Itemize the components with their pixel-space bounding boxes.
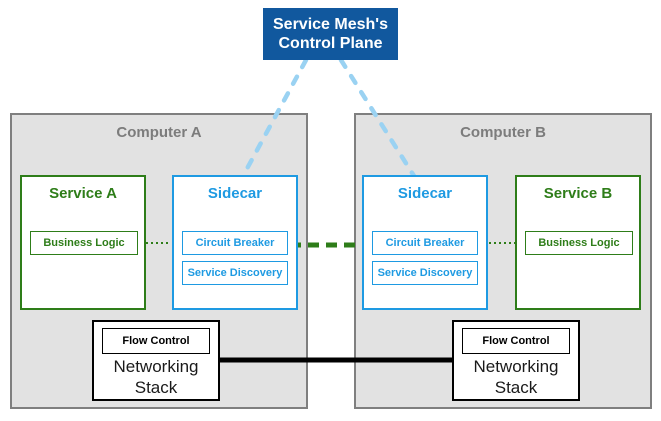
sidecar-a-title: Sidecar bbox=[207, 185, 263, 202]
sidecar-b-title: Sidecar bbox=[397, 185, 453, 202]
networking-stack-a-label: Networking Stack bbox=[113, 357, 199, 397]
networking-stack-b-box: Flow Control Networking Stack bbox=[452, 320, 580, 401]
control-plane-label-line2: Control Plane bbox=[278, 35, 383, 52]
flow-control-a-box: Flow Control bbox=[102, 328, 210, 354]
circuit-breaker-b-box: Circuit Breaker bbox=[372, 231, 478, 255]
service-discovery-b-box: Service Discovery bbox=[372, 261, 478, 285]
service-a-title: Service A bbox=[49, 185, 117, 202]
computer-a-title: Computer A bbox=[116, 124, 202, 141]
networking-stack-b-label: Networking Stack bbox=[473, 357, 559, 397]
computer-b-title: Computer B bbox=[460, 124, 546, 141]
service-b-title: Service B bbox=[543, 185, 613, 202]
business-logic-b-box: Business Logic bbox=[525, 231, 633, 255]
networking-stack-a-box: Flow Control Networking Stack bbox=[92, 320, 220, 401]
flow-control-b-box: Flow Control bbox=[462, 328, 570, 354]
control-plane-box: Service Mesh's Control Plane bbox=[263, 8, 398, 60]
circuit-breaker-a-box: Circuit Breaker bbox=[182, 231, 288, 255]
service-discovery-a-box: Service Discovery bbox=[182, 261, 288, 285]
control-plane-label-line1: Service Mesh's bbox=[273, 16, 388, 33]
business-logic-a-box: Business Logic bbox=[30, 231, 138, 255]
